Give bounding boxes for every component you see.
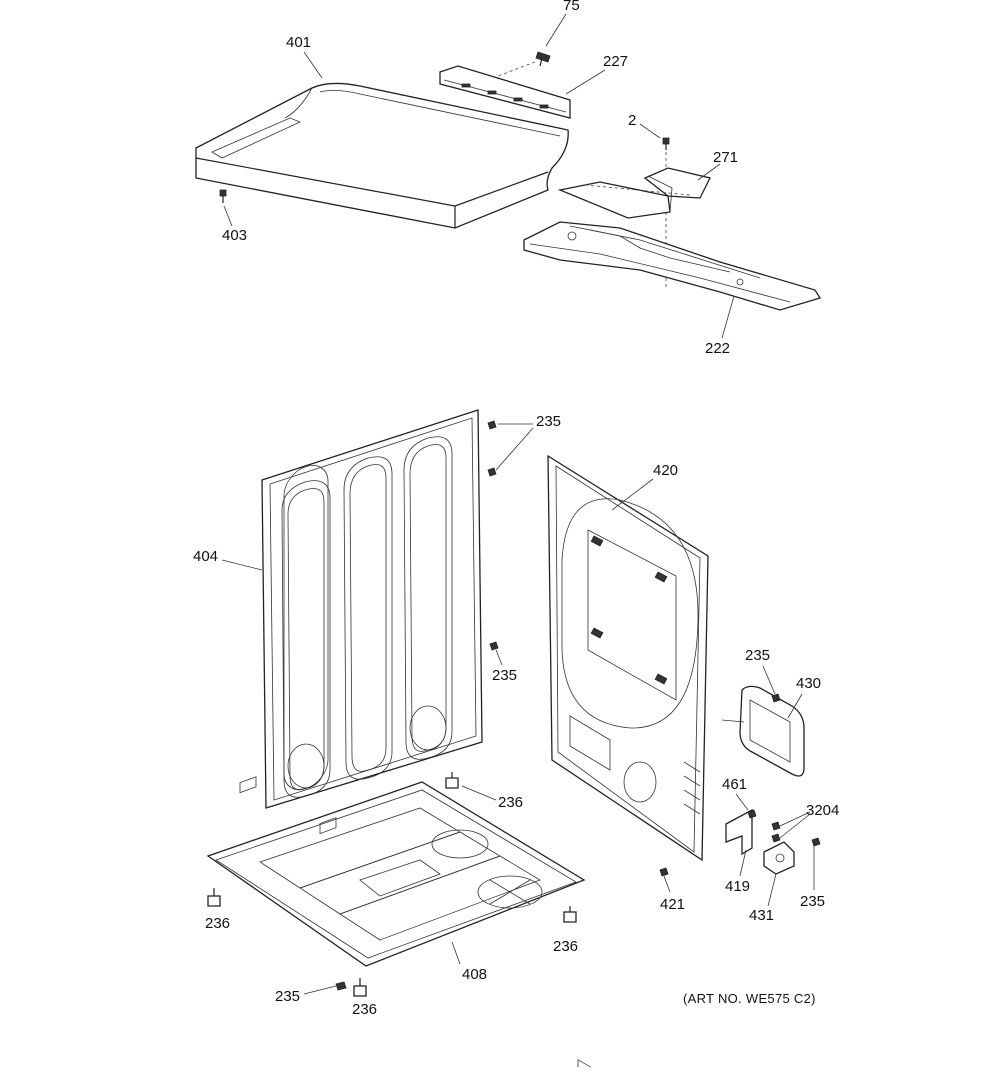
bracket-227 (439, 65, 571, 119)
screw-421 (659, 867, 669, 877)
label-222: 222 (705, 340, 731, 357)
label-235-d: 235 (800, 893, 826, 910)
bracket-271 (557, 167, 711, 219)
label-420: 420 (653, 462, 679, 479)
cover-430 (739, 685, 805, 777)
label-401: 401 (286, 34, 312, 51)
screw-235-upper (487, 420, 499, 651)
foot-236-c (563, 906, 577, 923)
rail-222 (523, 221, 822, 311)
label-271: 271 (713, 149, 739, 166)
label-403: 403 (222, 227, 248, 244)
bracket-431 (763, 837, 821, 875)
label-236-d: 236 (352, 1001, 378, 1018)
foot-236-b (207, 888, 221, 907)
screw-2 (662, 137, 670, 150)
label-235-a: 235 (536, 413, 562, 430)
label-227: 227 (603, 53, 629, 70)
label-75: 75 (563, 0, 580, 14)
label-2: 2 (628, 112, 637, 129)
label-236-a: 236 (498, 794, 524, 811)
label-235-c: 235 (745, 647, 771, 664)
label-419: 419 (725, 878, 751, 895)
label-404: 404 (193, 548, 219, 565)
foot-236-d (353, 978, 367, 997)
label-430: 430 (796, 675, 822, 692)
label-3204: 3204 (806, 802, 840, 819)
leader-lines (221, 13, 815, 995)
label-431: 431 (749, 907, 775, 924)
label-236-b: 236 (205, 915, 231, 932)
label-461: 461 (722, 776, 748, 793)
top-panel-401 (195, 82, 569, 229)
label-235-b: 235 (492, 667, 518, 684)
label-235-e: 235 (275, 988, 301, 1005)
screw-75 (535, 51, 551, 67)
label-421: 421 (660, 896, 686, 913)
screw-403 (219, 189, 227, 203)
label-408: 408 (462, 966, 488, 983)
art-number: (ART NO. WE575 C2) (683, 991, 816, 1006)
base-408 (206, 776, 586, 967)
foot-236-a (445, 772, 459, 789)
rear-panel-420 (547, 454, 709, 1072)
label-236-c: 236 (553, 938, 579, 955)
screw-235-bottom (335, 981, 347, 991)
bracket-419 (725, 808, 781, 856)
side-panel-404 (261, 409, 483, 809)
